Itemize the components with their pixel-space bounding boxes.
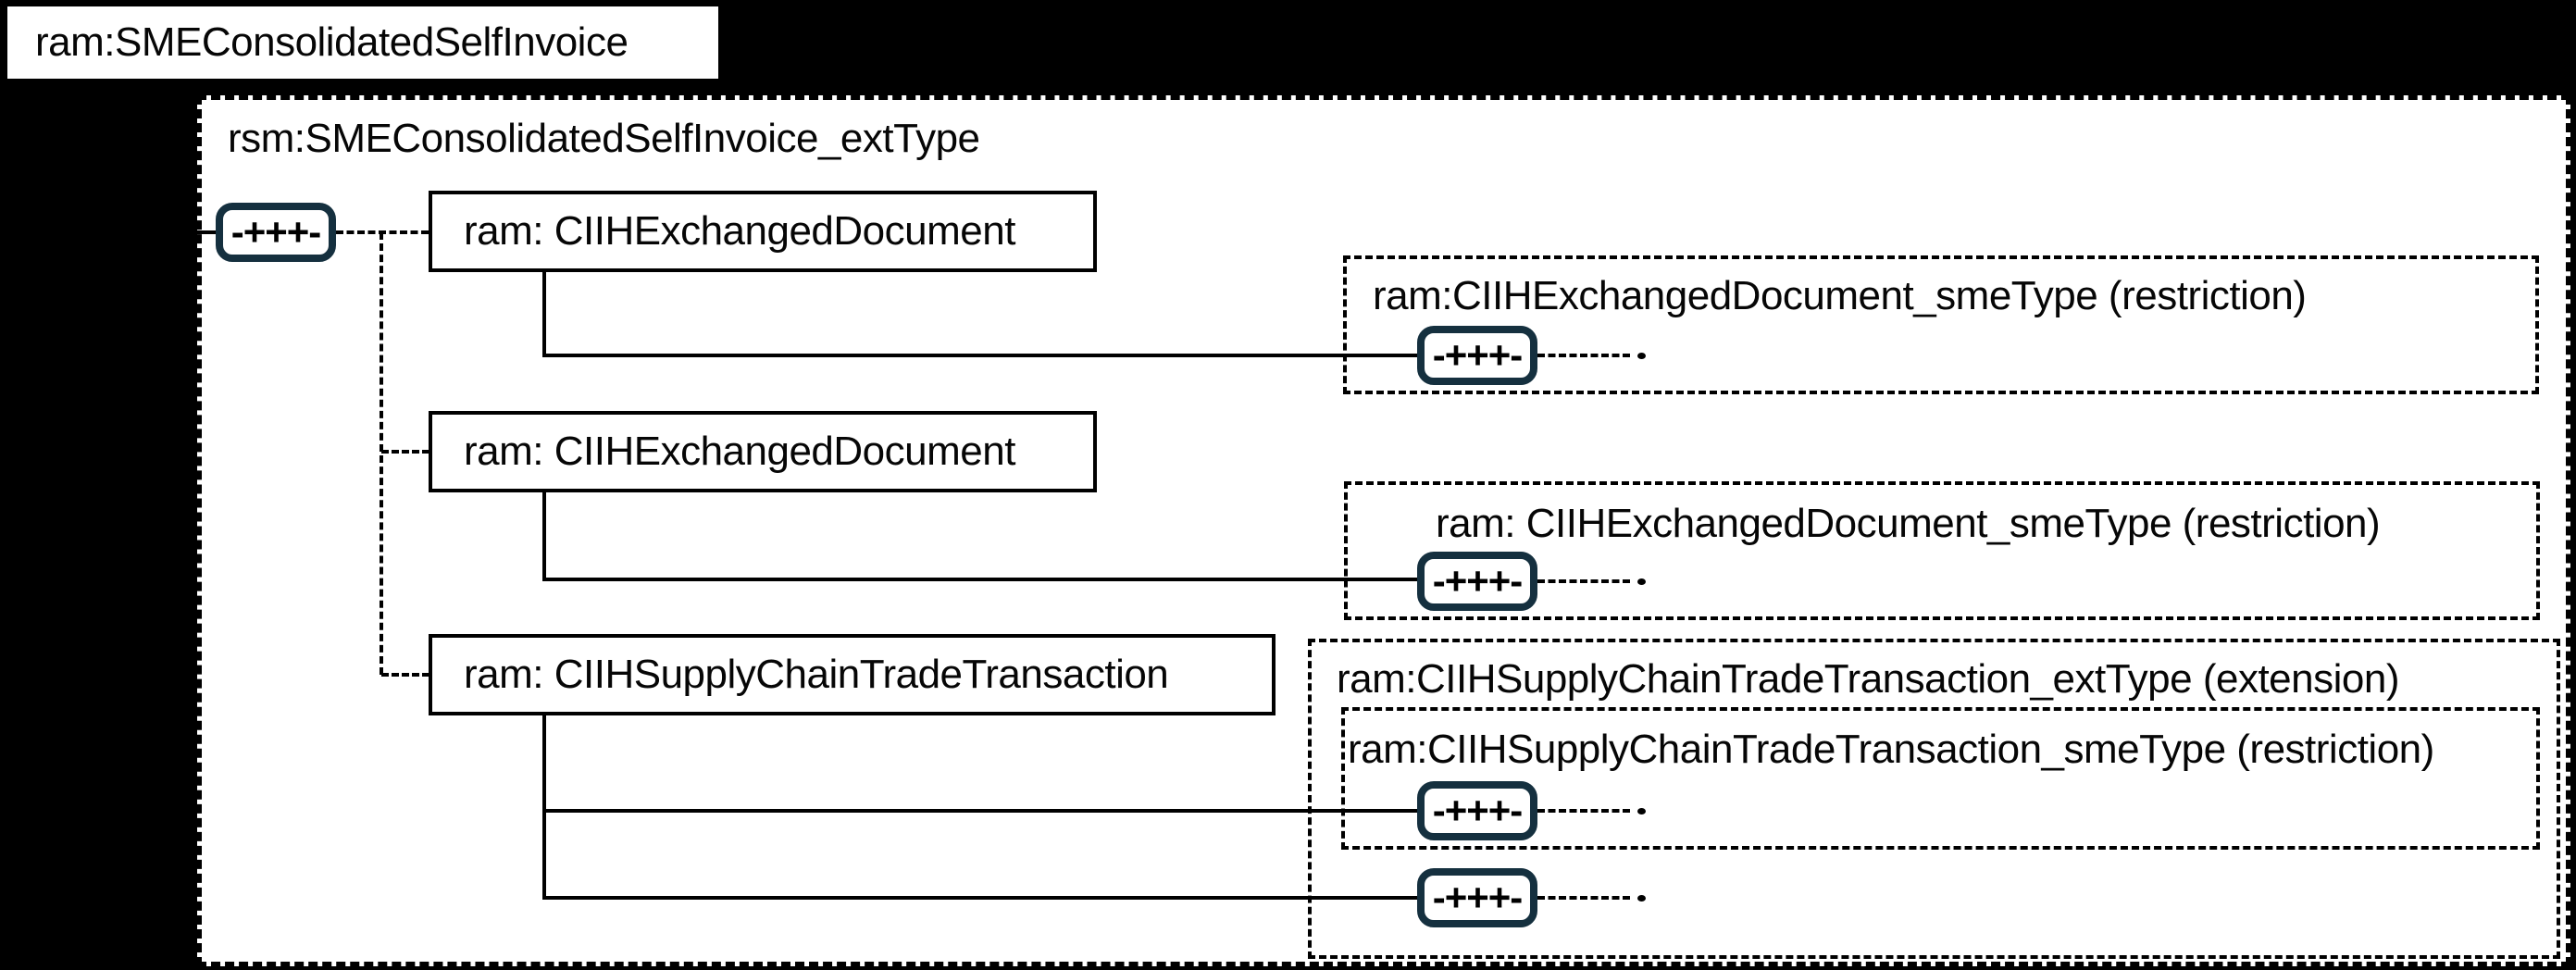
type-box-supply-chain-sme <box>1341 707 2540 850</box>
sequence-connector-type-1[interactable]: -+++- <box>1417 326 1537 385</box>
collapsed-content-dot <box>1637 353 1646 359</box>
type-label: ram:CIIHExchangedDocument_smeType (restr… <box>1373 273 2307 318</box>
tree-trunk <box>380 232 383 675</box>
element-box-exchanged-document-1[interactable]: ram: CIIHExchangedDocument <box>429 191 1097 272</box>
sequence-connector-root[interactable]: -+++- <box>216 203 336 262</box>
type-link-line <box>542 578 1417 581</box>
element-box-exchanged-document-2[interactable]: ram: CIIHExchangedDocument <box>429 411 1097 492</box>
type-label: ram:CIIHSupplyChainTradeTransaction_smeT… <box>1348 727 2434 772</box>
collapsed-content-stub <box>1537 896 1630 900</box>
element-label: ram: CIIHExchangedDocument <box>464 208 1015 254</box>
tree-branch-child2 <box>381 450 429 454</box>
collapsed-content-dot <box>1637 808 1646 815</box>
sequence-connector-type-2[interactable]: -+++- <box>1417 552 1537 611</box>
type-box-exchanged-document-2 <box>1344 481 2540 620</box>
type-link-line <box>542 272 546 355</box>
collapsed-content-stub <box>1537 579 1630 583</box>
type-link-line <box>542 492 546 579</box>
element-box-supply-chain-trade-transaction[interactable]: ram: CIIHSupplyChainTradeTransaction <box>429 634 1276 715</box>
type-link-line <box>542 896 1417 900</box>
tree-branch-child3 <box>381 673 429 677</box>
root-element-label: ram:SMEConsolidatedSelfInvoice <box>35 19 628 65</box>
collapsed-content-dot <box>1637 895 1646 902</box>
root-type-label: rsm:SMEConsolidatedSelfInvoice_extType <box>228 116 980 161</box>
collapsed-content-stub <box>1537 809 1630 813</box>
sequence-connector-type-3-inner[interactable]: -+++- <box>1417 781 1537 840</box>
type-link-line <box>542 809 1417 813</box>
sequence-connector-type-3-ext[interactable]: -+++- <box>1417 868 1537 927</box>
type-link-line <box>542 354 1417 357</box>
type-link-line <box>542 715 546 900</box>
type-label: ram: CIIHExchangedDocument_smeType (rest… <box>1436 501 2381 546</box>
root-element-box[interactable]: ram:SMEConsolidatedSelfInvoice <box>4 3 722 82</box>
type-box-exchanged-document-1 <box>1343 255 2539 394</box>
collapsed-content-dot <box>1637 578 1646 585</box>
type-label: ram:CIIHSupplyChainTradeTransaction_extT… <box>1337 656 2400 702</box>
element-label: ram: CIIHSupplyChainTradeTransaction <box>464 652 1169 697</box>
element-label: ram: CIIHExchangedDocument <box>464 429 1015 474</box>
root-connector-lead-line <box>191 230 218 234</box>
collapsed-content-stub <box>1537 354 1630 357</box>
